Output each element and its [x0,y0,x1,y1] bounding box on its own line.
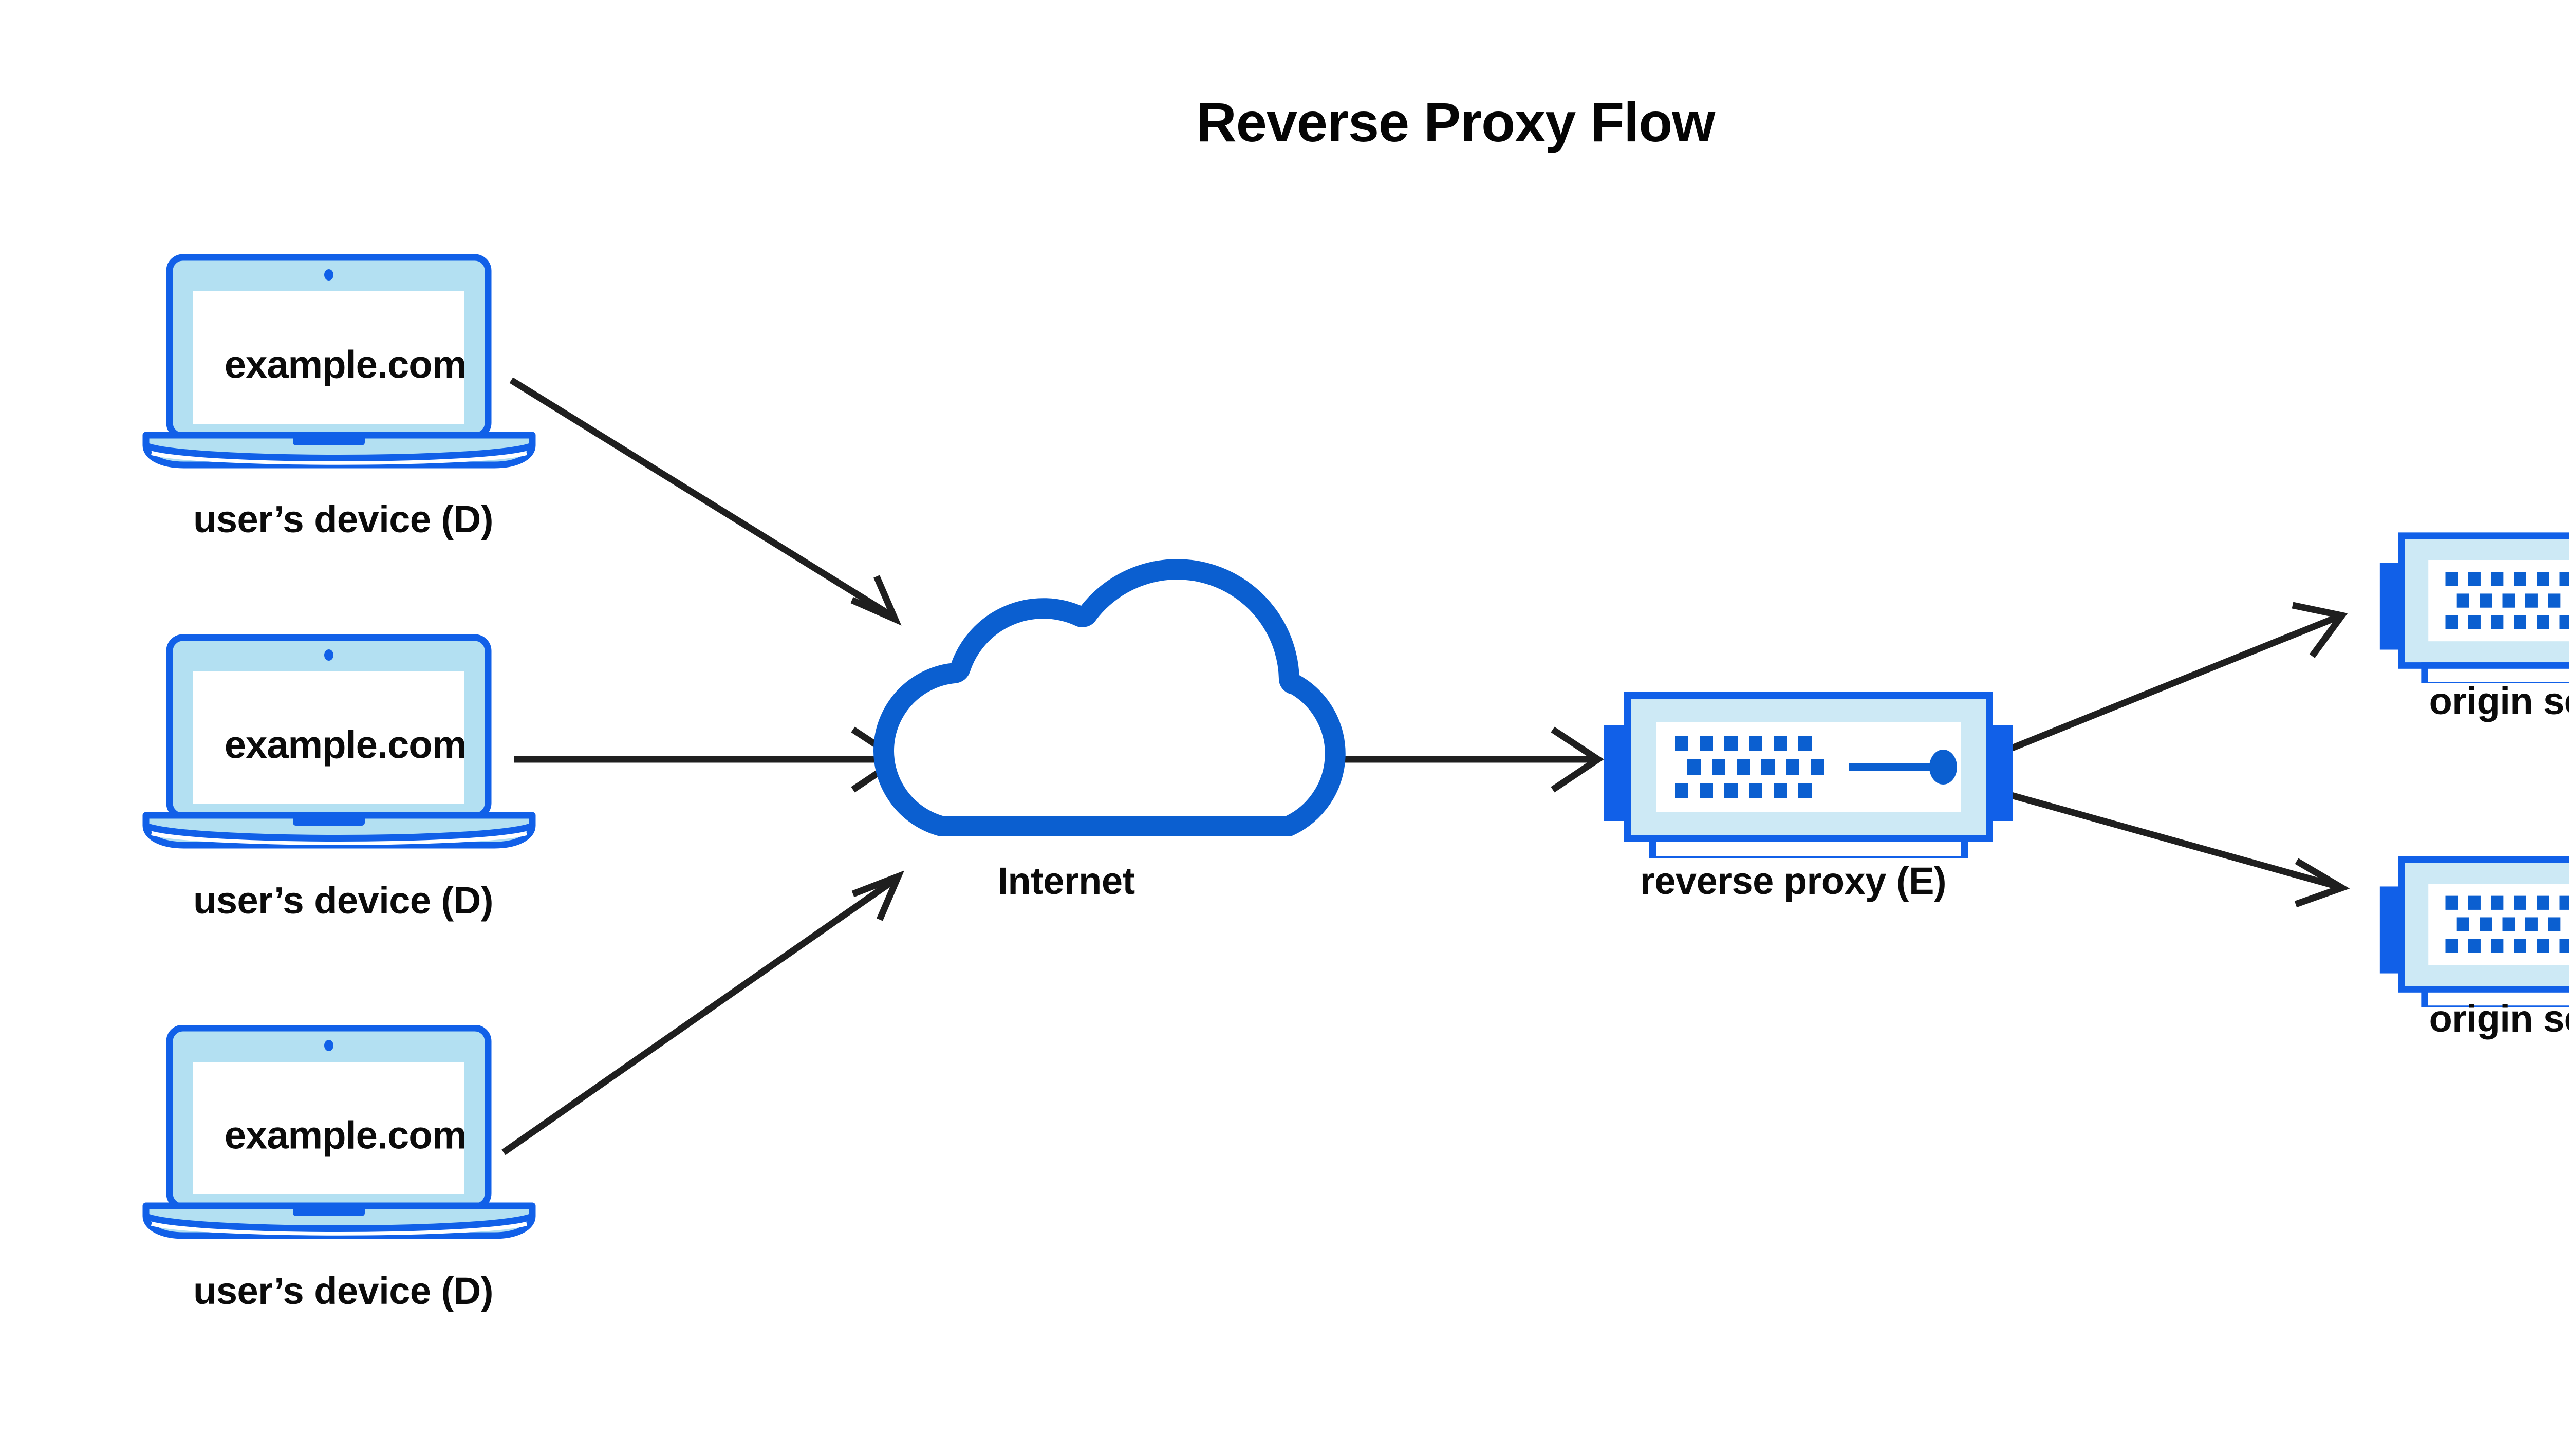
arrow-client-bottom-to-internet [501,870,905,1155]
client-bottom-label: user’s device (D) [193,1270,493,1312]
internet-cloud-icon [873,559,1346,836]
client-middle-label: user’s device (D) [193,879,493,922]
arrow-proxy-to-origin-bottom [1996,788,2350,908]
arrow-client-middle-to-internet [514,726,904,793]
client-top-screen-text: example.com [224,343,467,387]
origin-top-server-icon [2380,536,2569,685]
client-top-label: user’s device (D) [193,498,493,540]
origin-bottom-label: origin server (F) [2429,997,2569,1040]
page-title: Reverse Proxy Flow [1196,91,1715,153]
connection-arrows [501,377,2350,1155]
client-middle-screen-text: example.com [224,723,467,767]
origin-bottom-server-icon [2380,860,2569,1009]
internet-label: Internet [997,860,1135,902]
arrow-proxy-to-origin-top [1995,602,2348,758]
client-bottom-screen-text: example.com [224,1113,467,1158]
reverse-proxy-server-icon [1604,696,2013,860]
reverse-proxy-label: reverse proxy (E) [1640,860,1947,902]
origin-top-label: origin server (F) [2429,680,2569,722]
arrow-client-top-to-internet [509,377,902,626]
